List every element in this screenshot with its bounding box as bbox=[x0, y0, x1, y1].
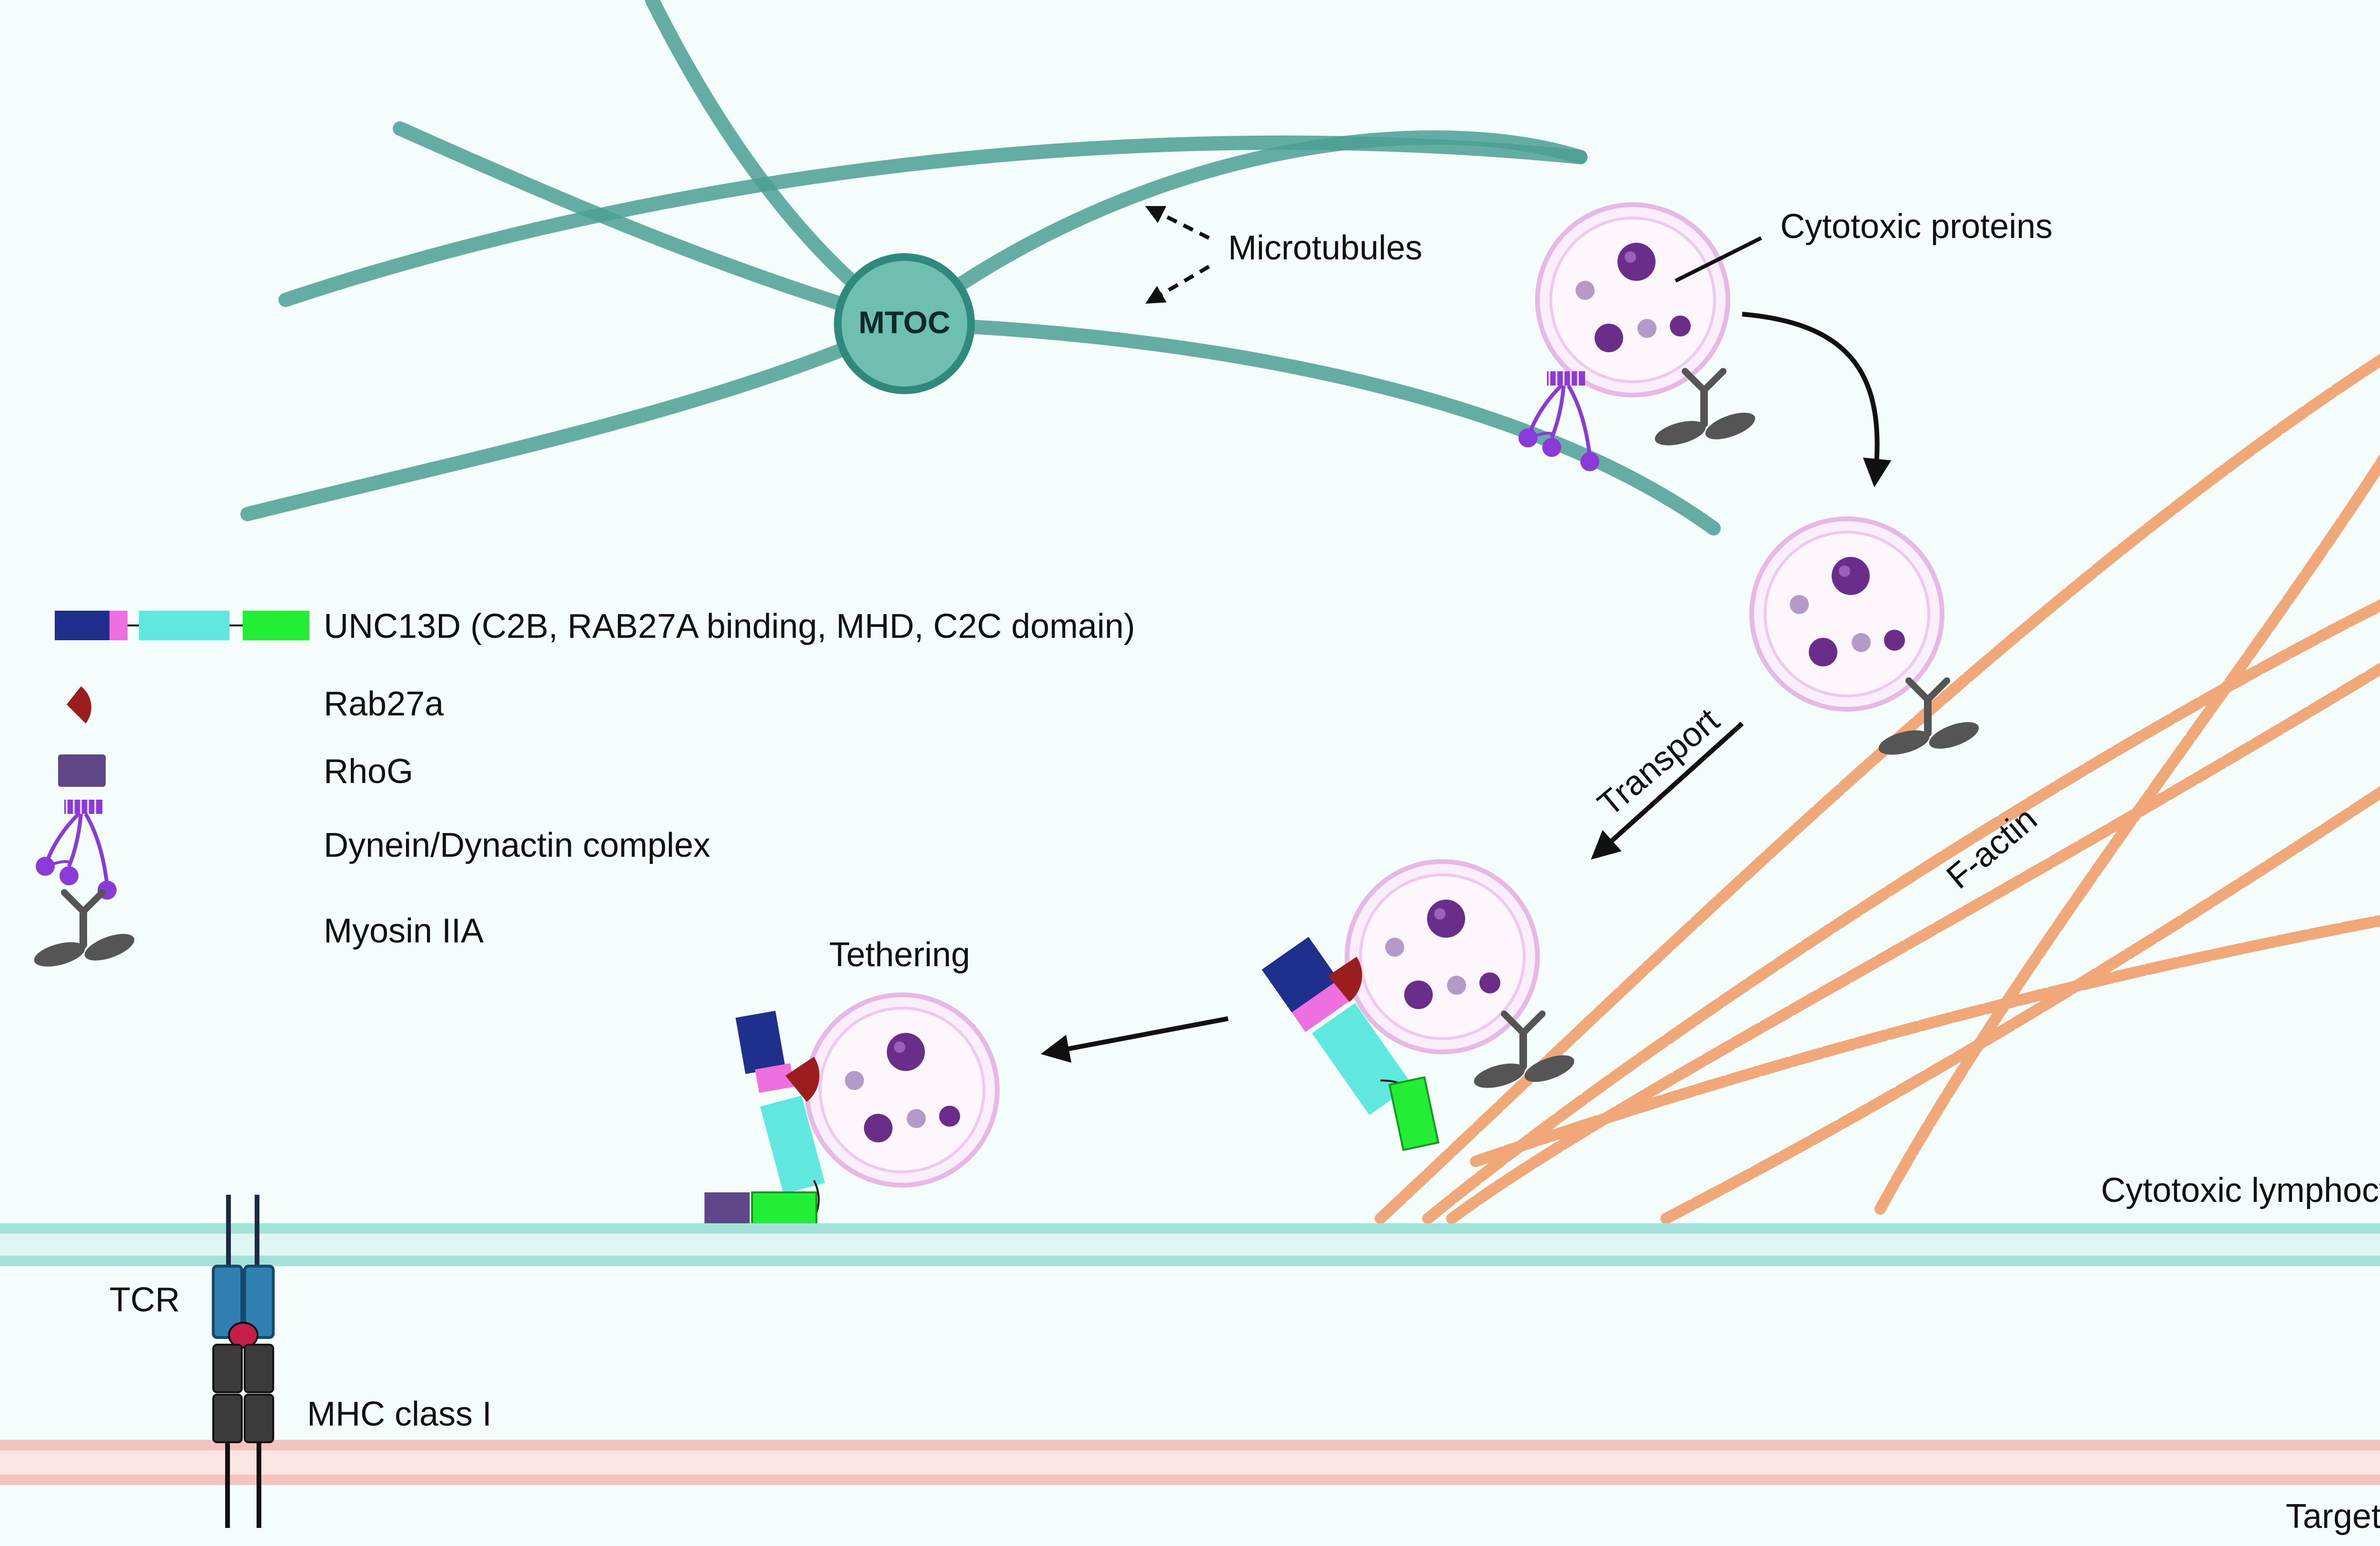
lymphocyte-membrane bbox=[0, 1223, 2380, 1266]
cytotoxic-proteins-callout: Cytotoxic proteins bbox=[1675, 208, 2053, 283]
legend-label-rhog: RhoG bbox=[324, 753, 413, 791]
vesicle-2 bbox=[1752, 519, 1942, 709]
legend-label-dynein: Dynein/Dynactin complex bbox=[324, 826, 710, 864]
unc13d-c2b-domain bbox=[1261, 937, 1339, 1013]
mtoc-label: MTOC bbox=[858, 305, 950, 340]
legend-label-myosin: Myosin IIA bbox=[324, 912, 484, 950]
tcr-alpha-chain bbox=[212, 1265, 243, 1339]
rhog-tethered bbox=[704, 1192, 750, 1226]
microtubules-callout: Microtubules bbox=[1145, 206, 1422, 304]
legend: UNC13D (C2B, RAB27A binding, MHD, C2C do… bbox=[31, 607, 1135, 971]
unc13d-on-vesicle-3 bbox=[1261, 937, 1412, 1115]
mhc-label: MHC class I bbox=[307, 1395, 492, 1433]
microtubules-label: Microtubules bbox=[1228, 229, 1422, 267]
cytotoxic-proteins-label: Cytotoxic proteins bbox=[1780, 208, 2053, 246]
target-membrane bbox=[0, 1440, 2380, 1485]
rhog-icon bbox=[58, 754, 106, 787]
unc13d-domains-icon bbox=[55, 611, 309, 640]
vesicle-1 bbox=[1537, 205, 1728, 395]
tethering-arrow bbox=[1041, 1016, 1229, 1063]
f-actin-filaments bbox=[1375, 354, 2380, 1224]
mhc-domain-1 bbox=[212, 1344, 243, 1393]
target-cell-label: Target cell bbox=[2286, 1497, 2380, 1536]
mhc-domain-4 bbox=[244, 1394, 274, 1443]
tethering-label: Tethering bbox=[829, 936, 970, 974]
rab27a-icon bbox=[67, 686, 91, 723]
tcr-label: TCR bbox=[109, 1281, 180, 1319]
legend-label-unc13d: UNC13D (C2B, RAB27A binding, MHD, C2C do… bbox=[324, 607, 1135, 645]
vesicle-3 bbox=[1347, 862, 1537, 1052]
unc13d-c2c-on-vesicle-3 bbox=[1388, 1076, 1439, 1151]
mhc-domain-2 bbox=[244, 1344, 274, 1393]
cytotoxic-lymphocytes-label: Cytotoxic lymphocytes bbox=[2101, 1171, 2380, 1209]
peptide bbox=[228, 1322, 258, 1348]
vesicle-4 bbox=[807, 995, 997, 1185]
mtoc: MTOC bbox=[834, 253, 975, 394]
tcr-mhc-complex bbox=[212, 1195, 275, 1528]
unc13d-mhd-domain bbox=[1312, 1003, 1412, 1115]
unc13d-tethered bbox=[735, 1011, 825, 1219]
unc13d-rab27-binding bbox=[1291, 980, 1352, 1032]
curved-transition-arrow bbox=[1742, 312, 1892, 487]
legend-label-rab27a: Rab27a bbox=[324, 685, 444, 723]
unc13d-c2c-tethered bbox=[751, 1191, 817, 1227]
microtubules bbox=[240, 0, 1721, 535]
tcr-beta-chain bbox=[243, 1265, 275, 1339]
mhc-domain-3 bbox=[212, 1394, 243, 1443]
